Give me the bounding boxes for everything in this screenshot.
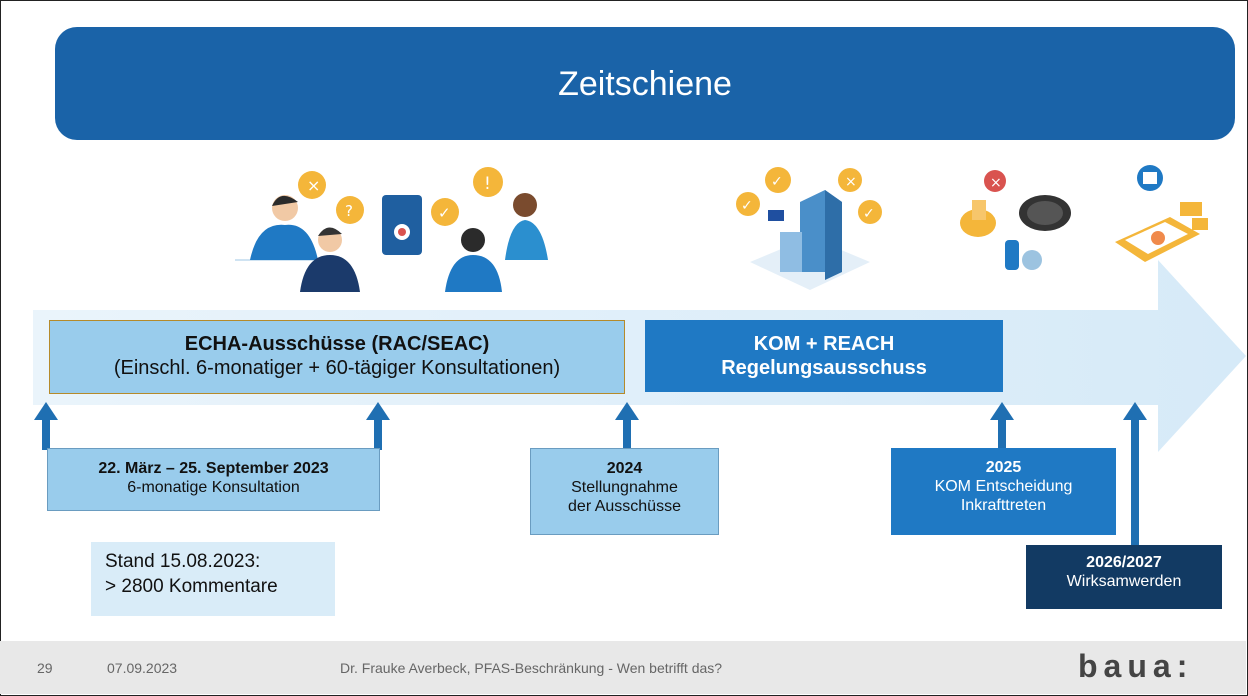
phase-kom-box: KOM + REACH Regelungsausschuss (645, 320, 1003, 392)
timeline-graphic (33, 260, 1246, 546)
baua-logo: baua: (1078, 648, 1194, 684)
svg-text:✓: ✓ (771, 174, 783, 190)
milestone-text: Inkrafttreten (960, 497, 1047, 515)
milestone-2025: 2025 KOM Entscheidung Inkrafttreten (891, 448, 1116, 535)
milestone-title: 22. März – 25. September 2023 (98, 460, 329, 477)
svg-text:×: × (990, 175, 1002, 191)
svg-text:!: ! (484, 174, 491, 194)
svg-text:✓: ✓ (863, 206, 875, 222)
milestone-2024: 2024 Stellungnahme der Ausschüsse (530, 448, 719, 535)
svg-text:✓: ✓ (741, 198, 753, 214)
pointer-arrow-3 (615, 402, 639, 450)
footer-author: Dr. Frauke Averbeck, PFAS-Beschränkung -… (340, 660, 723, 676)
timeline-arrow (33, 260, 1246, 452)
page-number: 29 (37, 660, 53, 676)
milestone-text: Wirksamwerden (1066, 573, 1182, 591)
status-note-line2: > 2800 Kommentare (105, 575, 278, 597)
milestone-consultation: 22. März – 25. September 2023 6-monatige… (47, 448, 380, 511)
svg-text:×: × (307, 176, 320, 195)
milestone-title: 2026/2027 (1086, 554, 1162, 571)
phase-echa-subtitle: (Einschl. 6-monatiger + 60-tägiger Konsu… (113, 357, 561, 379)
milestone-text: 6-monatige Konsultation (127, 479, 300, 497)
milestone-text: der Ausschüsse (568, 498, 681, 516)
people-discussion-illustration: × ? ! ✓ (235, 167, 548, 292)
device-calendar-illustration (1115, 165, 1208, 262)
svg-text:×: × (845, 174, 857, 190)
pointer-arrow-5 (1123, 402, 1147, 546)
pointer-arrow-2 (366, 402, 390, 450)
page-title: Zeitschiene (558, 65, 732, 103)
milestone-text: Stellungnahme (571, 479, 678, 497)
milestone-text: KOM Entscheidung (934, 478, 1073, 496)
phase-kom-line1: KOM + REACH (753, 333, 895, 355)
pointer-arrow-4 (990, 402, 1014, 450)
footer: 29 07.09.2023 Dr. Frauke Averbeck, PFAS-… (0, 641, 1246, 694)
milestone-title: 2024 (606, 460, 643, 477)
pointer-arrows (34, 402, 1147, 546)
consumer-products-illustration: × (960, 170, 1071, 270)
phase-kom-line2: Regelungsausschuss (721, 357, 927, 379)
status-note-line1: Stand 15.08.2023: (105, 551, 261, 572)
svg-text:✓: ✓ (438, 204, 451, 222)
title-banner: Zeitschiene (55, 27, 1235, 140)
phase-echa-title: ECHA-Ausschüsse (RAC/SEAC) (184, 333, 490, 355)
pointer-arrow-1 (34, 402, 58, 450)
status-note: Stand 15.08.2023: > 2800 Kommentare (91, 542, 335, 616)
phase-echa-box: ECHA-Ausschüsse (RAC/SEAC) (Einschl. 6-m… (49, 320, 625, 394)
milestone-title: 2025 (985, 459, 1022, 476)
eu-building-illustration: ✓ ✓ × ✓ (736, 167, 882, 290)
svg-text:?: ? (345, 202, 353, 220)
milestone-2026-2027: 2026/2027 Wirksamwerden (1026, 545, 1222, 609)
footer-date: 07.09.2023 (107, 660, 178, 676)
